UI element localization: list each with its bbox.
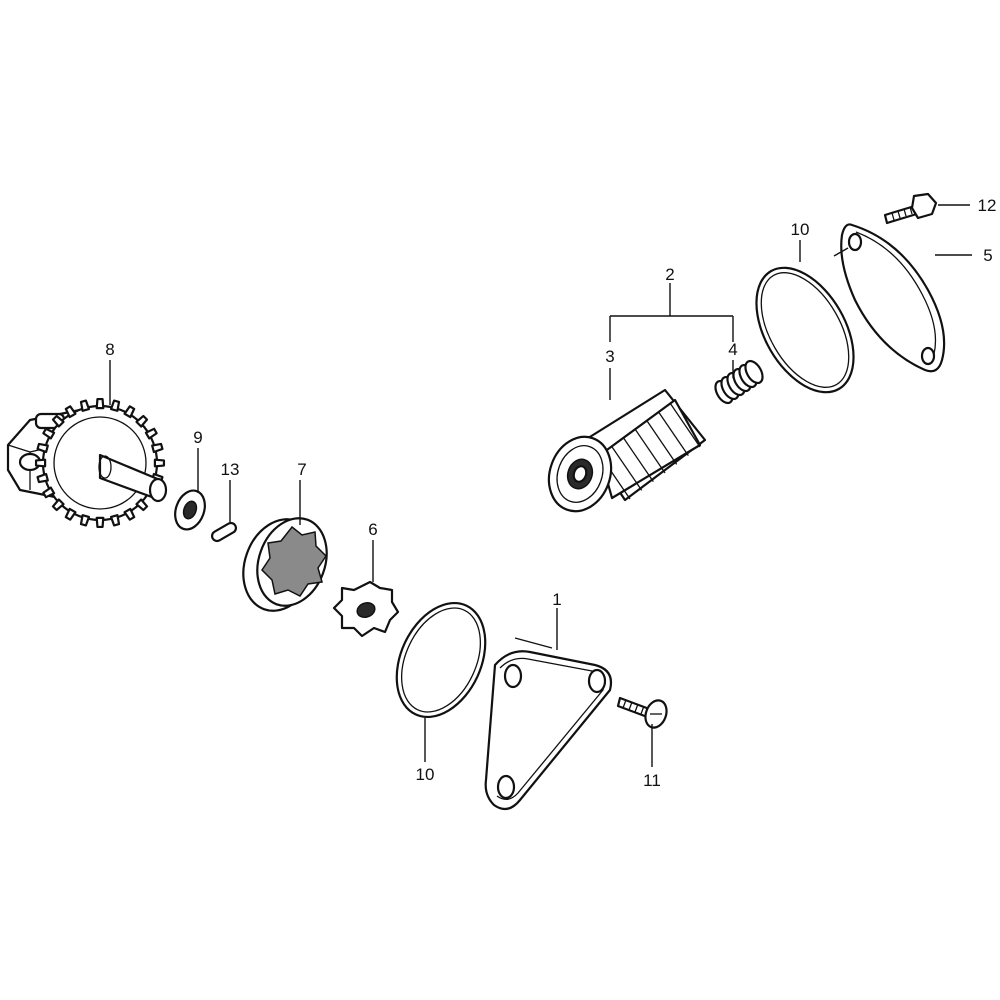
- filter-rib: [622, 437, 654, 483]
- bolt: [883, 192, 938, 225]
- callout-10-upper: 10: [791, 220, 810, 239]
- gear-tooth: [34, 458, 47, 468]
- o-ring-upper: [755, 266, 855, 394]
- callout-13: 13: [221, 460, 240, 479]
- callout-labels: 8 9 13 7 6 10 1 11 2 3 4 10 5 12: [105, 196, 996, 790]
- callout-1: 1: [552, 590, 561, 609]
- gear-tooth: [64, 405, 77, 419]
- filter-rib: [611, 445, 643, 491]
- filter-rib: [657, 411, 689, 457]
- washer: [174, 489, 206, 531]
- gear-tooth: [36, 442, 49, 454]
- gear-tooth: [64, 507, 77, 521]
- filter-rib: [634, 428, 666, 474]
- gear-tooth: [95, 516, 105, 529]
- callout-5: 5: [983, 246, 992, 265]
- filter-cover: [840, 223, 946, 373]
- leader-lines: [109, 204, 972, 767]
- callout-11: 11: [643, 771, 661, 790]
- gear-tooth: [135, 498, 149, 512]
- gear-tooth: [51, 414, 65, 428]
- gear-tooth: [123, 405, 136, 419]
- callout-2: 2: [665, 265, 674, 284]
- spring-coil: [744, 359, 764, 385]
- gear-tooth: [153, 458, 166, 468]
- filter-rib: [669, 402, 701, 448]
- gear-tooth: [109, 514, 121, 527]
- gear-tooth: [109, 399, 121, 412]
- oil-filter-element: [547, 388, 707, 513]
- callout-4: 4: [728, 340, 737, 359]
- callout-6: 6: [368, 520, 377, 539]
- gear-tooth: [151, 442, 164, 454]
- gear-tooth: [123, 507, 136, 521]
- screw: [616, 696, 668, 729]
- pump-cover: [484, 650, 613, 811]
- o-ring-lower: [395, 601, 487, 719]
- gear-tooth: [144, 427, 158, 440]
- spring: [714, 359, 764, 405]
- gear-tooth: [42, 486, 56, 499]
- callout-7: 7: [297, 460, 306, 479]
- callout-10-lower: 10: [416, 765, 435, 784]
- gear-tooth: [36, 472, 49, 484]
- gear-tooth: [79, 399, 91, 412]
- gear-tooth: [79, 514, 91, 527]
- inner-rotor: [332, 580, 400, 638]
- filter-rib: [646, 419, 678, 465]
- gear-tooth: [95, 397, 105, 410]
- callout-8: 8: [105, 340, 114, 359]
- callout-3: 3: [605, 347, 614, 366]
- callout-9: 9: [193, 428, 202, 447]
- callout-12: 12: [978, 196, 997, 215]
- dowel-pin: [210, 521, 238, 543]
- outer-rotor: [242, 517, 328, 612]
- gear-tooth: [51, 498, 65, 512]
- gear-tooth: [42, 427, 56, 440]
- gear-tooth: [135, 414, 149, 428]
- oil-pump-gear-assembly: [6, 397, 168, 529]
